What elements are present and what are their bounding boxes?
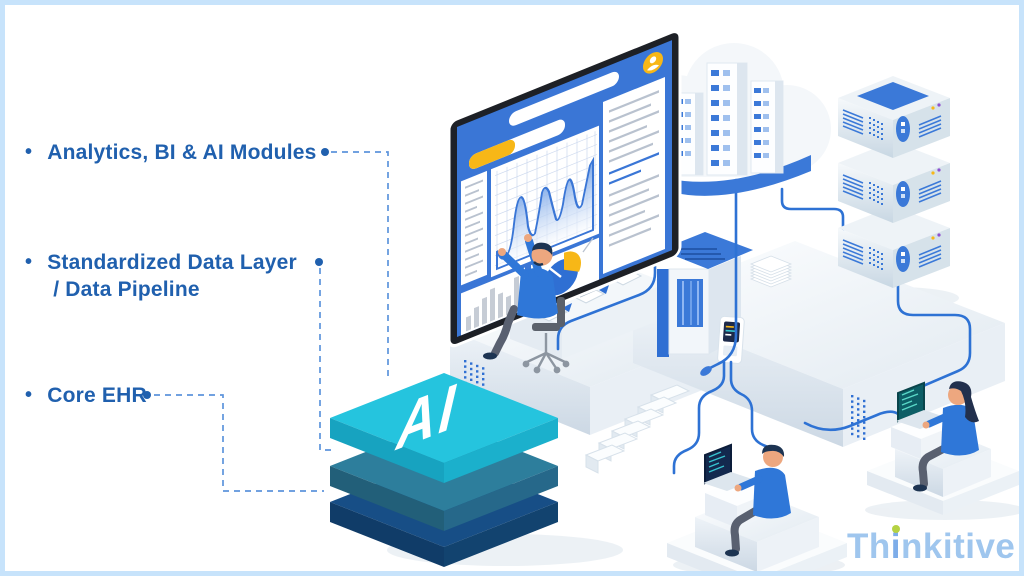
document-machine: [657, 232, 753, 357]
label-analytics-text: Analytics, BI & AI Modules: [47, 141, 317, 164]
illustration-scene: AI: [143, 29, 1019, 571]
text-lines-panel: [461, 170, 487, 286]
dashed-connectors: [154, 151, 389, 492]
report-text-panel: [603, 76, 665, 275]
analyst-person: [483, 234, 570, 374]
wire-terminal-loop: [672, 360, 726, 475]
pipeline-arrow-icon: [562, 303, 572, 312]
office-chair: [522, 297, 570, 374]
label-core-ehr: • Core EHR: [25, 382, 147, 409]
ai-layer-stack: AI: [330, 367, 558, 567]
terminal-device: [717, 315, 745, 364]
server-unit: [838, 141, 950, 223]
wire-platform-to-pedestal: [803, 410, 900, 432]
wire-plug: [700, 366, 712, 376]
dashboard-header: [509, 52, 663, 126]
label-analytics: • Analytics, BI & AI Modules: [25, 139, 317, 166]
connector-analytics: [331, 151, 389, 379]
label-data-layer-line2: / Data Pipeline: [53, 278, 200, 301]
connector-core-ehr: [154, 394, 324, 492]
cloud-server-tower: [750, 80, 784, 174]
search-bar: [509, 71, 619, 126]
bullet-icon: •: [25, 251, 33, 273]
server-stack: [838, 76, 950, 288]
dashboard-bar-chart: [461, 267, 525, 336]
label-core-ehr-text: Core EHR: [47, 384, 147, 407]
server-unit: [838, 76, 950, 158]
bullet-icon: •: [25, 141, 33, 163]
wire-terminal-to-laptop: [729, 360, 777, 452]
laptop-user-pedestal: [667, 443, 847, 571]
ai-layer-top: AI: [330, 367, 558, 483]
developer-person: [913, 381, 979, 492]
dashboard-line-chart: [491, 125, 599, 278]
developer-pedestal: [867, 381, 1019, 515]
wire-cloud-to-machine: [708, 178, 738, 370]
label-data-layer-line1: Standardized Data Layer: [47, 251, 297, 274]
logo-part-post: nkitive: [901, 527, 1016, 566]
server-unit: [838, 206, 950, 288]
laptop-icon: [703, 443, 755, 491]
wire-cloud-to-platform: [556, 185, 657, 351]
thinkitive-logo: Thinkitive: [847, 527, 1015, 567]
logo-part-i: i: [890, 527, 901, 566]
connector-dots: [143, 148, 329, 399]
dot-grid-right: [851, 395, 866, 440]
laptop-icon: [896, 381, 948, 429]
pipeline-arrow-icon: [599, 285, 609, 294]
bullet-icon: •: [25, 384, 33, 406]
analyst-torso: [517, 268, 558, 319]
paper-stack: [749, 255, 793, 288]
cloud-server-tower: [706, 62, 748, 176]
connector-data-layer: [319, 268, 336, 451]
wire-cloud-to-server: [780, 187, 845, 253]
logo-part-pre: Th: [847, 527, 891, 566]
laptop-user-person: [725, 444, 791, 557]
stairs: [584, 384, 691, 474]
highlight-pill: [469, 139, 515, 169]
label-data-layer: • Standardized Data Layer / Data Pipelin…: [25, 249, 297, 303]
analyst-legs: [491, 305, 518, 357]
